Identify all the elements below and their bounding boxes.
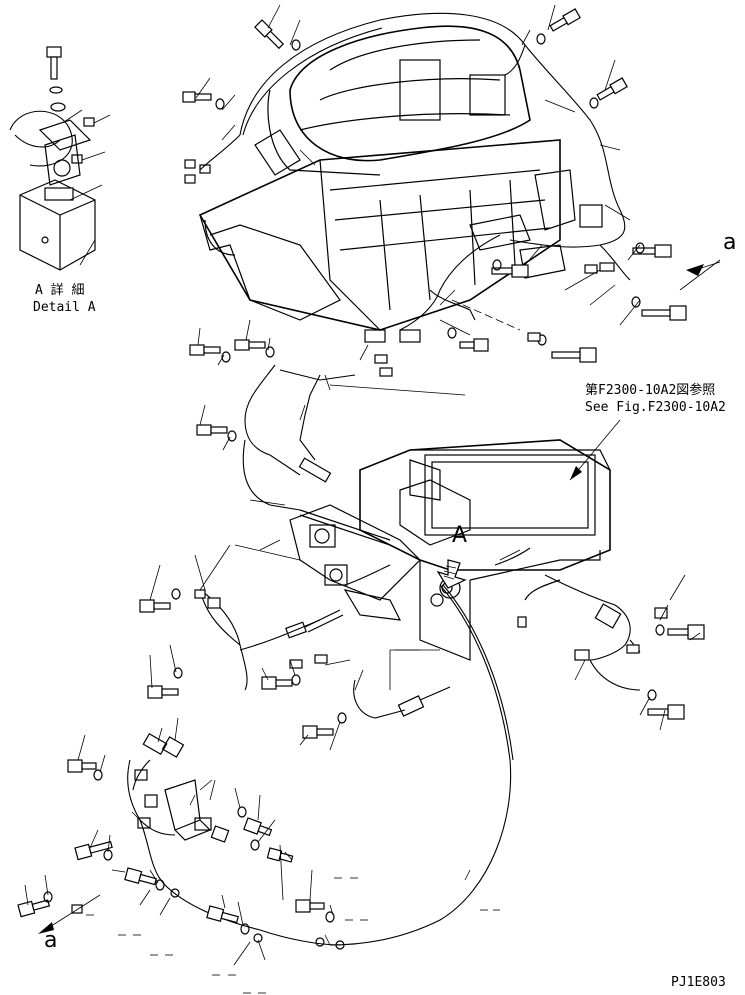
connector-mark-top: a: [723, 230, 737, 255]
engine-drawing: [184, 25, 603, 377]
lower-drawing: [127, 732, 341, 946]
engine-wiring: [199, 12, 631, 331]
case-wiring: [199, 364, 641, 946]
reference-label-en: See Fig.F2300-10A2: [585, 400, 726, 415]
detail-label-jp: A 詳 細: [35, 283, 85, 298]
engine-fasteners: [182, 8, 687, 363]
reference-label-jp: 第F2300-10A2図参照: [585, 383, 716, 398]
drawing-code: PJ1E803: [671, 975, 726, 990]
detail-label-en: Detail A: [33, 300, 96, 315]
dash-marks: [86, 877, 500, 994]
detail-a-drawing: [9, 46, 111, 271]
case-fasteners: [139, 339, 705, 739]
engine-leaders: [195, 4, 721, 361]
lower-leaders: [24, 649, 471, 966]
case-drawing: [285, 439, 622, 717]
view-marker-label: A: [452, 523, 468, 548]
lower-fasteners: [17, 759, 345, 950]
connector-mark-bottom: a: [44, 928, 58, 953]
